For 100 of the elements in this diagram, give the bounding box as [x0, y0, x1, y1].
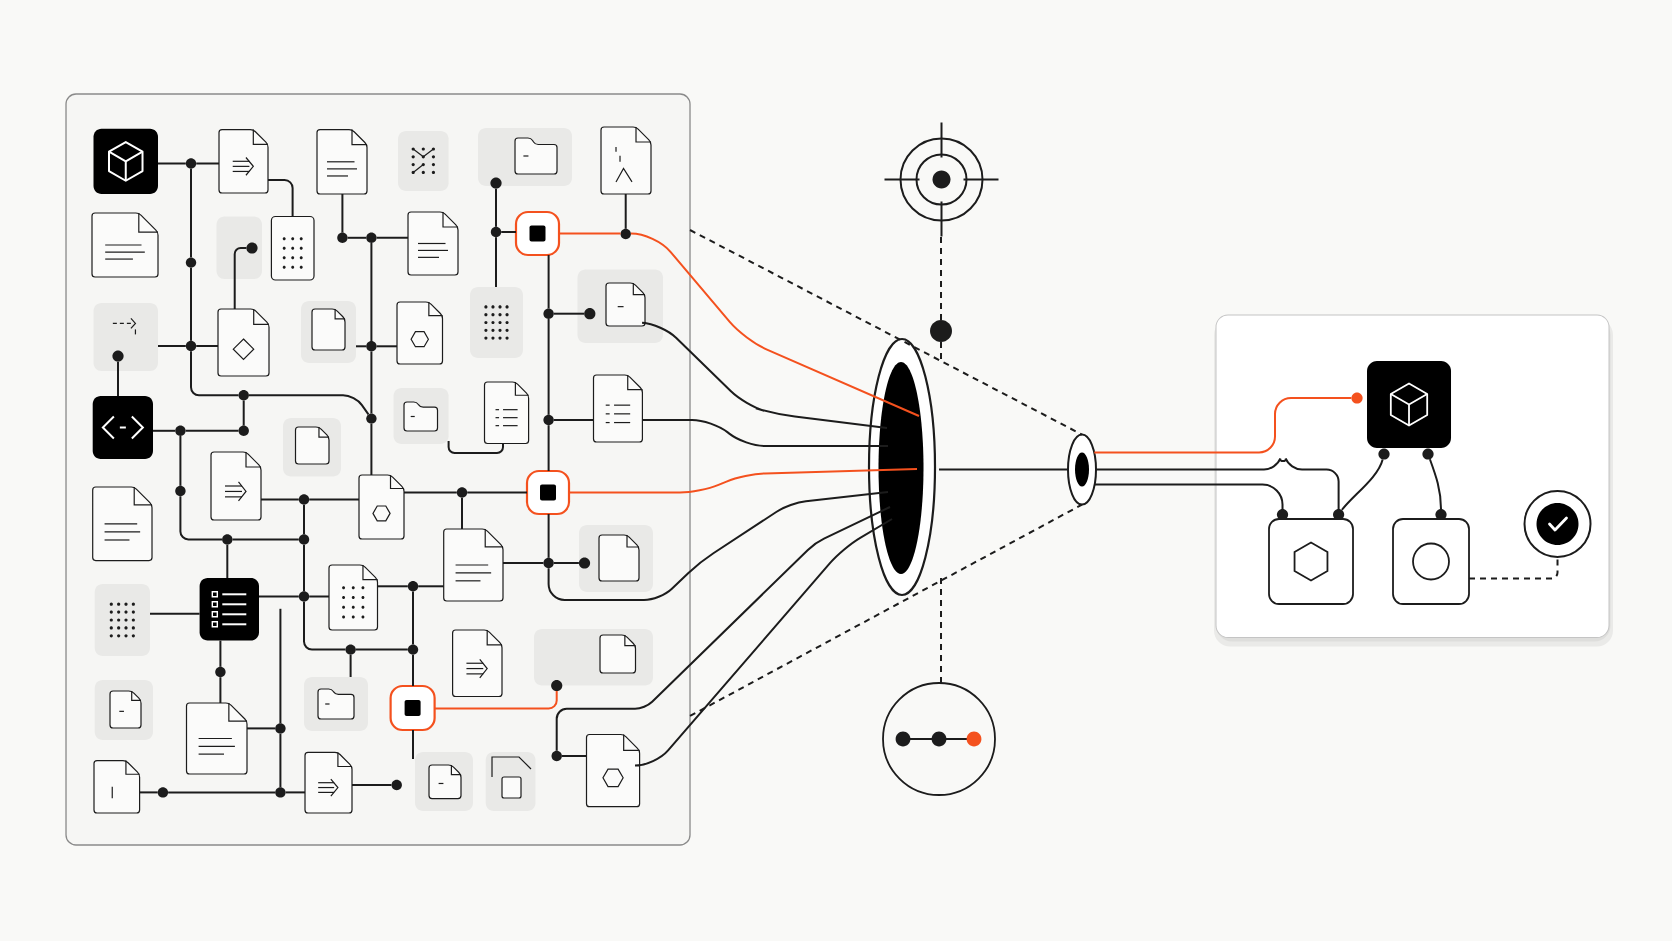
wire — [231, 538, 300, 541]
wire — [558, 232, 622, 235]
document-icon — [452, 629, 503, 698]
connector-line — [1428, 458, 1442, 510]
cube-app-icon — [93, 128, 158, 194]
wire — [466, 491, 528, 494]
wire — [267, 179, 294, 218]
wire — [149, 612, 201, 615]
wire — [190, 167, 192, 259]
wire — [355, 345, 368, 348]
wire — [370, 422, 373, 476]
small-ring — [1067, 433, 1097, 506]
wire — [433, 690, 558, 710]
connector-line — [641, 419, 889, 447]
wire — [260, 498, 300, 501]
wire — [157, 162, 187, 165]
document-icon — [407, 211, 459, 276]
wire — [351, 784, 393, 786]
wire — [157, 345, 187, 347]
wire — [190, 266, 192, 342]
document-icon — [92, 486, 153, 562]
wire — [179, 435, 182, 487]
document-icon — [311, 308, 346, 351]
wire — [219, 676, 222, 704]
wire — [152, 429, 177, 432]
connector-line — [634, 518, 893, 767]
wire — [560, 755, 588, 757]
wire — [308, 498, 360, 501]
dashed-line — [689, 503, 1083, 717]
wire — [495, 236, 497, 288]
wire — [284, 791, 306, 794]
document-icon — [396, 301, 444, 365]
dot-grid-page — [270, 215, 315, 281]
dot-grid-tile — [470, 287, 523, 358]
wire — [376, 585, 409, 588]
document-icon — [598, 534, 640, 582]
wire — [547, 513, 550, 559]
wire — [547, 317, 550, 416]
wire — [461, 496, 463, 530]
funnel-ring — [867, 337, 937, 597]
wire — [552, 312, 586, 315]
document-icon — [217, 308, 270, 377]
connector-line — [555, 506, 891, 752]
wire — [341, 193, 344, 234]
wire — [495, 187, 497, 228]
document-icon — [185, 702, 248, 775]
document-icon — [210, 451, 262, 521]
document-icon — [585, 733, 641, 808]
document-icon — [483, 381, 530, 445]
wire — [375, 236, 409, 239]
document-icon — [294, 426, 330, 465]
document-tile — [485, 752, 536, 811]
dashed-line — [689, 229, 1083, 436]
dashed-line — [1468, 556, 1559, 580]
wire — [167, 791, 277, 794]
wire — [349, 653, 352, 678]
wire — [417, 585, 445, 588]
dot-grid-tile — [398, 131, 449, 191]
dashed-line — [940, 577, 942, 684]
wire — [258, 595, 300, 598]
wire — [375, 345, 398, 348]
wire — [502, 562, 545, 564]
dot — [930, 320, 952, 342]
wire — [547, 254, 550, 310]
document-icon — [304, 751, 353, 814]
document-icon — [91, 212, 159, 278]
document-icon — [600, 126, 652, 195]
connector-line — [1093, 397, 1353, 454]
dot-grid-tile — [94, 584, 150, 656]
wire — [279, 607, 282, 725]
document-icon — [328, 564, 379, 631]
wire — [226, 543, 229, 579]
wire — [246, 727, 277, 730]
document-icon — [443, 528, 504, 602]
document-icon — [605, 282, 646, 327]
wire — [354, 648, 409, 651]
document-icon — [316, 129, 368, 195]
wire — [179, 495, 224, 541]
wire — [552, 419, 595, 421]
dashed-line — [940, 236, 942, 321]
wire — [412, 729, 414, 760]
connector-line — [547, 491, 889, 601]
connector-line — [641, 321, 888, 429]
wire — [547, 424, 550, 472]
document-icon — [109, 690, 142, 729]
wire — [195, 345, 219, 347]
wire — [219, 639, 222, 668]
document-icon — [358, 474, 405, 540]
wire — [346, 236, 368, 239]
document-icon — [599, 634, 637, 674]
target-icon — [883, 121, 1000, 238]
document-icon — [218, 129, 269, 194]
wire — [370, 242, 373, 343]
cube-box — [1367, 361, 1451, 448]
wire — [117, 360, 119, 397]
wire — [403, 491, 458, 494]
wire — [500, 231, 517, 233]
wire — [552, 562, 580, 564]
checklist-app-icon — [199, 578, 259, 641]
wire — [308, 595, 330, 598]
